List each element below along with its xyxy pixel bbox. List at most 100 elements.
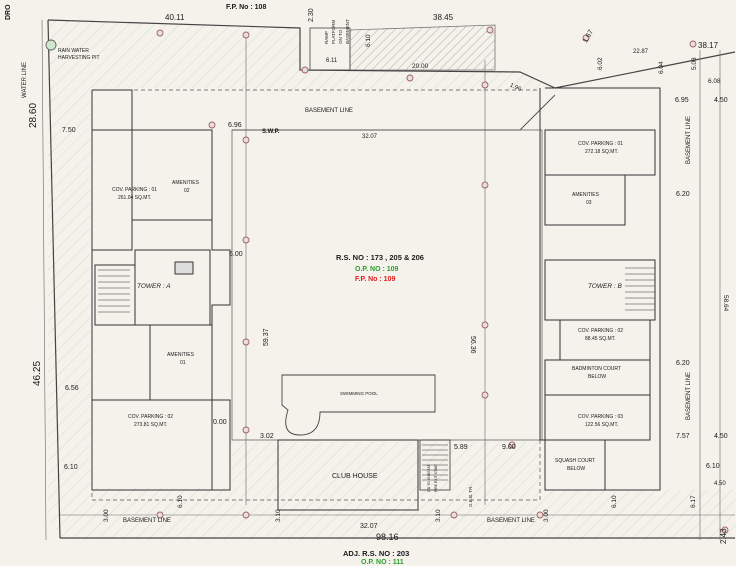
cov-parking-02-left: COV. PARKING : 02 xyxy=(128,414,173,420)
dim: 22.87 xyxy=(633,49,649,55)
dim: 9.00 xyxy=(502,444,516,451)
dim: 6.56 xyxy=(65,385,79,392)
dim: 6.11 xyxy=(326,58,338,64)
column-markers xyxy=(45,26,729,534)
dim: 58.64 xyxy=(722,295,729,312)
dim: 6.04 xyxy=(658,61,665,74)
club-house xyxy=(277,439,419,511)
amenities-01: AMENITIES xyxy=(167,352,195,358)
cov-parking-02-right: COV. PARKING : 02 xyxy=(578,328,623,334)
dim: 2.30 xyxy=(308,8,315,22)
basement-line-right-2: BASEMENT LINE xyxy=(686,372,692,420)
adj-rs-no: ADJ. R.S. NO : 203 xyxy=(343,549,409,558)
cov-parking-01-right-area: 272.18 SQ.MT. xyxy=(585,149,618,155)
badminton-label: BADMINTON COURT xyxy=(572,366,621,372)
geb-tr-label: G.E.B. TR. xyxy=(468,485,473,507)
dim: 4.50 xyxy=(714,433,728,440)
tower-a-block xyxy=(91,89,231,491)
basement-line-right-1: BASEMENT LINE xyxy=(686,116,692,164)
dim: 6.10 xyxy=(64,464,78,471)
swimming-pool xyxy=(281,374,436,436)
basement-line-bottom-left: BASEMENT LINE xyxy=(123,518,171,524)
dim: 4.50 xyxy=(714,97,728,104)
tower-a-label: TOWER : A xyxy=(137,283,171,290)
cov-parking-02-right-area: 88.45 SQ.MT. xyxy=(585,336,616,342)
ramp-label-2: PLATFORM xyxy=(331,20,336,44)
amenities-03: AMENITIES xyxy=(572,192,600,198)
dim: 32.07 xyxy=(362,134,378,140)
dim: 6.10 xyxy=(365,34,372,47)
tower-b-block xyxy=(539,87,661,491)
amenities-03-no: 03 xyxy=(586,200,592,206)
ramp-label-3: ON TO xyxy=(338,29,343,44)
amenities-01-no: 01 xyxy=(180,360,186,366)
op-no: O.P. NO : 109 xyxy=(355,266,399,273)
swimming-pool-label: SWIMMING POOL xyxy=(340,391,378,396)
dim: 5.08 xyxy=(691,57,698,70)
dim: 3.10 xyxy=(275,509,282,522)
dim: 6.96 xyxy=(228,122,242,129)
plot-boundary xyxy=(47,19,736,89)
dim: 6.10 xyxy=(611,495,618,508)
rain-water-label: RAIN WATER xyxy=(58,48,89,54)
od-label-1: OD TO SUBSTAT. xyxy=(427,464,431,492)
dim: 5.89 xyxy=(454,444,468,451)
ramp-label-1: RAMP xyxy=(324,31,329,44)
dro-label: DRO xyxy=(5,4,12,20)
dim: 6.17 xyxy=(690,495,697,508)
badminton-below: BELOW xyxy=(588,374,606,380)
dim: 0.00 xyxy=(213,419,227,426)
dim: 2.43 xyxy=(719,528,728,544)
dim: 6.08 xyxy=(708,78,721,85)
dim: 38.17 xyxy=(698,41,719,50)
cov-parking-01-right: COV. PARKING : 01 xyxy=(578,141,623,147)
amenities-02: AMENITIES xyxy=(172,180,200,186)
cov-parking-01-left: COV. PARKING : 01 xyxy=(112,187,157,193)
od-label-2: FIRE EXIT STAIR xyxy=(434,464,438,492)
dim: 6.20 xyxy=(676,191,690,198)
club-house-label: CLUB HOUSE xyxy=(332,473,378,480)
dim: 20.00 xyxy=(412,63,429,70)
dim: 6.20 xyxy=(676,360,690,367)
ramp-label-4: BASEMENT xyxy=(345,19,350,44)
dim: 3.00 xyxy=(543,509,550,522)
cov-parking-02-left-area: 273.81 SQ.MT. xyxy=(134,422,167,428)
dim: 59.37 xyxy=(263,328,270,346)
dim: 3.00 xyxy=(103,509,110,522)
cov-parking-03-right-area: 122.56 SQ.MT. xyxy=(585,422,618,428)
dim: 4.50 xyxy=(714,481,726,487)
tower-b-label: TOWER : B xyxy=(588,283,622,290)
dim: 1.96 xyxy=(509,82,523,93)
dim: 6.02 xyxy=(597,57,604,70)
dim: 56.36 xyxy=(469,336,476,354)
dim: 38.45 xyxy=(433,13,454,22)
fp-no: F.P. No : 109 xyxy=(355,276,395,283)
harvesting-pit-label: HARVESTING PIT xyxy=(58,55,100,61)
squash-below: BELOW xyxy=(567,466,585,472)
swp-label: S.W.P. xyxy=(262,129,280,135)
dim: 98.16 xyxy=(376,532,399,542)
fp-top-label: F.P. No : 108 xyxy=(226,4,266,11)
basement-line-bottom-right: BASEMENT LINE xyxy=(487,518,535,524)
rs-no: R.S. NO : 173 , 205 & 206 xyxy=(336,253,424,262)
water-line-label: WATER LINE xyxy=(22,62,28,98)
dim: 7.57 xyxy=(676,433,690,440)
dim: 1.67 xyxy=(582,29,595,44)
dim: 7.50 xyxy=(62,127,76,134)
dim: 6.10 xyxy=(177,495,184,508)
dim: 6.95 xyxy=(675,97,689,104)
basement-line-top: BASEMENT LINE xyxy=(305,108,353,114)
cov-parking-01-left-area: 261.04 SQ.MT. xyxy=(118,195,151,201)
adj-op-no: O.P. NO : 111 xyxy=(361,559,404,566)
dim: 40.11 xyxy=(165,13,185,22)
amenities-02-no: 02 xyxy=(184,188,190,194)
dim: 32.07 xyxy=(360,523,378,530)
dim: 6.00 xyxy=(229,251,243,258)
squash-label: SQUASH COURT xyxy=(555,458,595,464)
dim: 28.60 xyxy=(28,103,39,128)
dim: 6.10 xyxy=(706,463,720,470)
dim: 3.10 xyxy=(435,509,442,522)
dim: 46.25 xyxy=(32,361,43,386)
